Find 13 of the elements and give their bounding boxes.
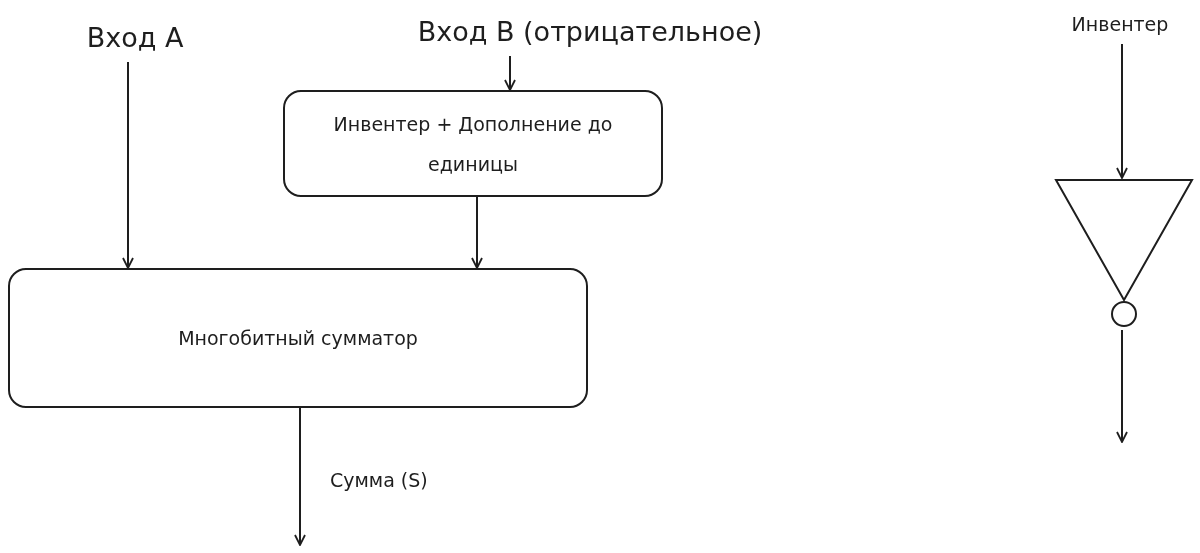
box-label: Инвентер + Дополнение до единицы	[332, 111, 614, 177]
input-label: Вход B (отрицательное)	[400, 12, 780, 52]
box-label: Многобитный сумматор	[178, 326, 418, 351]
input-label: Инвентер	[1050, 8, 1190, 40]
arrow	[122, 61, 134, 269]
process-box	[8, 268, 588, 408]
arrow	[471, 196, 483, 269]
arrow	[504, 55, 516, 91]
arrow	[1116, 43, 1128, 179]
arrow	[294, 407, 306, 546]
arrow	[1116, 329, 1128, 443]
process-box	[283, 90, 663, 197]
input-label: Вход A	[70, 18, 200, 58]
